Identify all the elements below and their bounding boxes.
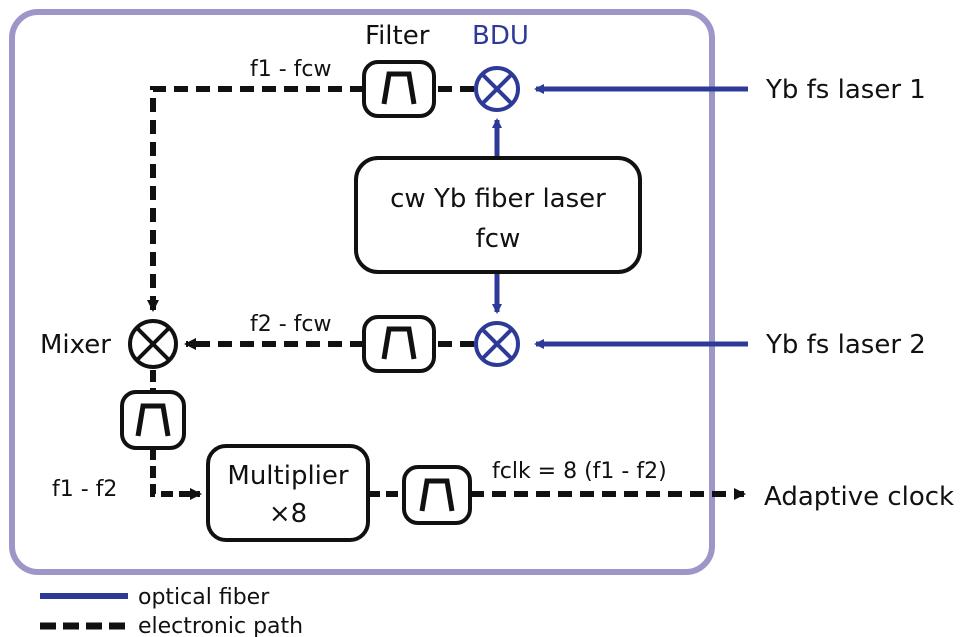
laser1-label: Yb fs laser 1	[765, 75, 926, 105]
f2-fcw-label: f2 - fcw	[250, 312, 332, 337]
filter-4-icon	[402, 465, 472, 525]
f1-fcw-label: f1 - fcw	[250, 57, 332, 82]
mixer-label: Mixer	[40, 330, 111, 360]
cw-laser-label: cw Yb fiber laser	[390, 184, 606, 214]
filter-3-icon	[120, 390, 186, 450]
bdu-label: BDU	[472, 21, 529, 51]
multiplier-label: Multiplier	[227, 461, 349, 491]
cw-laser-box	[354, 156, 642, 274]
multiplier-box	[206, 444, 370, 542]
f1-fcw-path	[147, 86, 364, 312]
adaptive-clock-label: Adaptive clock	[764, 482, 954, 512]
outer-frame	[9, 9, 715, 575]
multiplier-factor-label: ×8	[269, 499, 307, 529]
filter-2-icon	[362, 315, 436, 373]
mixer-icon	[128, 319, 178, 369]
filter-1-icon	[362, 60, 436, 118]
bdu-mixer-1-icon	[474, 66, 520, 112]
cw-laser-freq-label: fcw	[476, 224, 521, 254]
f1-f2-path	[150, 448, 202, 500]
legend-optical-label: optical fiber	[138, 585, 270, 610]
filter-label: Filter	[365, 21, 430, 51]
legend-electronic-label: electronic path	[138, 614, 303, 637]
laser2-label: Yb fs laser 2	[765, 330, 926, 360]
fclk-label: fclk = 8 (f1 - f2)	[492, 459, 667, 484]
bdu-mixer-2-icon	[474, 321, 520, 367]
f1-f2-label: f1 - f2	[52, 477, 117, 502]
